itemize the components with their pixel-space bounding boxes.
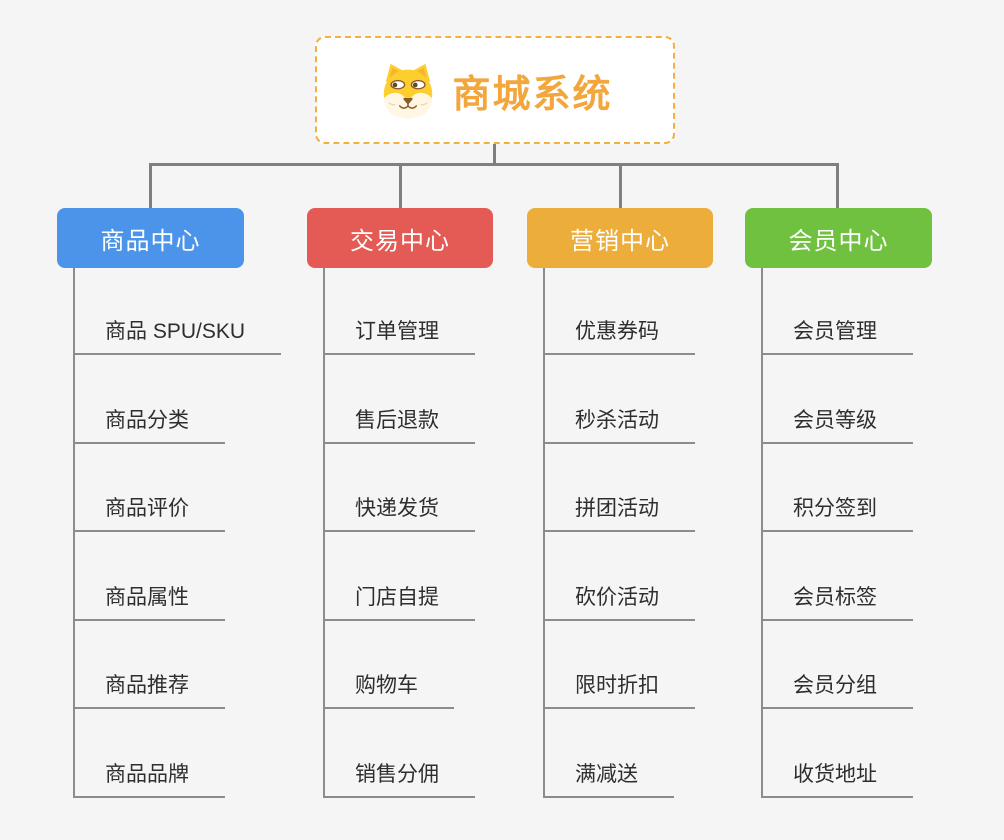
leaf-node[interactable]: 售后退款 [325,406,475,444]
connector-drop-branch-4 [836,163,839,208]
branch-label: 会员中心 [788,227,889,255]
leaf-node[interactable]: 商品 SPU/SKU [75,317,282,355]
leaf-node[interactable]: 会员等级 [763,406,913,444]
leaf-node[interactable]: 会员分组 [763,671,913,709]
leaf-node[interactable]: 限时折扣 [545,671,695,709]
leaf-node[interactable]: 商品品牌 [75,760,225,798]
connector-root-stub [493,144,496,165]
branch-node-member-center[interactable]: 会员中心 [745,208,932,268]
leaf-node[interactable]: 满减送 [545,760,674,798]
children-group-marketing-center: 优惠券码 秒杀活动 拼团活动 砍价活动 限时折扣 满减送 [543,268,775,798]
leaf-node[interactable]: 收货地址 [763,760,913,798]
leaf-node[interactable]: 积分签到 [763,494,913,532]
connector-drop-branch-3 [619,163,622,208]
leaf-node[interactable]: 砍价活动 [545,583,695,621]
branch-node-product-center[interactable]: 商品中心 [57,208,244,268]
leaf-node[interactable]: 商品评价 [75,494,225,532]
leaf-node[interactable]: 拼团活动 [545,494,695,532]
dog-face-icon [384,63,433,119]
leaf-node[interactable]: 快递发货 [325,494,475,532]
children-group-trade-center: 订单管理 售后退款 快递发货 门店自提 购物车 销售分佣 [323,268,555,798]
leaf-node[interactable]: 商品分类 [75,406,225,444]
branch-node-marketing-center[interactable]: 营销中心 [527,208,713,268]
leaf-node[interactable]: 优惠券码 [545,317,695,355]
leaf-node[interactable]: 门店自提 [325,583,475,621]
leaf-node[interactable]: 销售分佣 [325,760,475,798]
root-node[interactable]: 商城系统 [315,36,675,144]
leaf-node[interactable]: 商品推荐 [75,671,225,709]
connector-horizontal [149,163,839,166]
connector-drop-branch-2 [399,163,402,208]
leaf-node[interactable]: 会员管理 [763,317,913,355]
leaf-node[interactable]: 商品属性 [75,583,225,621]
branch-label: 营销中心 [570,227,670,255]
children-group-member-center: 会员管理 会员等级 积分签到 会员标签 会员分组 收货地址 [761,268,993,798]
branch-node-trade-center[interactable]: 交易中心 [307,208,493,268]
leaf-node[interactable]: 秒杀活动 [545,406,695,444]
connector-drop-branch-1 [149,163,152,208]
root-title: 商城系统 [452,73,613,116]
children-group-product-center: 商品 SPU/SKU 商品分类 商品评价 商品属性 商品推荐 商品品牌 [73,268,305,798]
branch-label: 商品中心 [100,227,201,255]
branch-label: 交易中心 [350,227,450,255]
leaf-node[interactable]: 订单管理 [325,317,475,355]
leaf-node[interactable]: 购物车 [325,671,454,709]
leaf-node[interactable]: 会员标签 [763,583,913,621]
